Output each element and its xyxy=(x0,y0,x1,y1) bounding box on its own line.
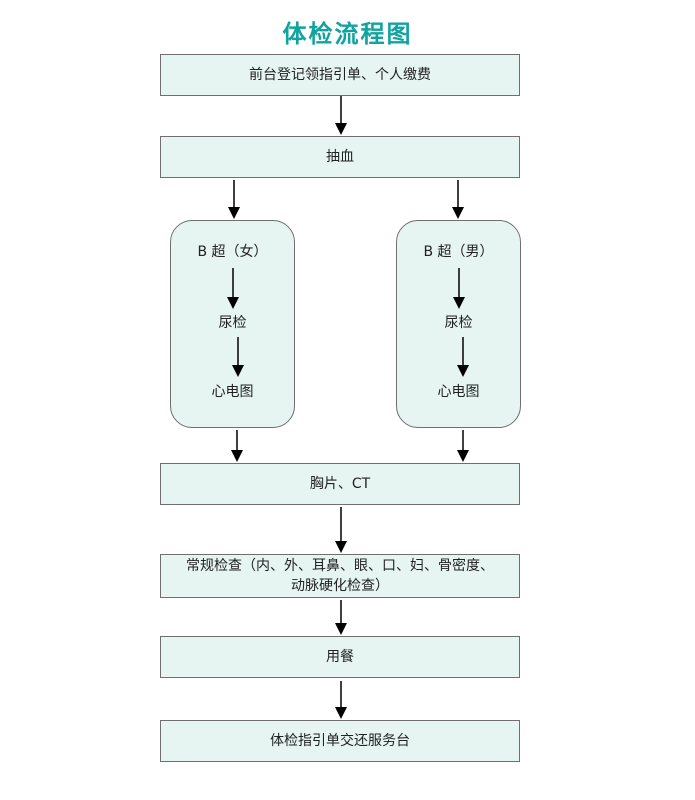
xray-ct-step: 胸片、CT xyxy=(160,463,520,505)
routine-exam-label-line1: 常规检查（内、外、耳鼻、眼、口、妇、骨密度、 xyxy=(186,558,494,574)
return-form-label: 体检指引单交还服务台 xyxy=(270,733,410,749)
male-ultrasound-step: B 超（男） xyxy=(423,244,494,260)
female-path-panel: B 超（女） 尿检 心电图 xyxy=(170,220,295,428)
female-ecg-step: 心电图 xyxy=(211,384,254,400)
meal-step: 用餐 xyxy=(160,636,520,678)
blood-draw-step: 抽血 xyxy=(160,136,520,178)
female-urine-test-step: 尿检 xyxy=(218,315,247,331)
blood-draw-label: 抽血 xyxy=(326,149,354,165)
registration-label: 前台登记领指引单、个人缴费 xyxy=(249,67,431,83)
xray-ct-label: 胸片、CT xyxy=(309,476,371,492)
routine-exam-label-line2: 动脉硬化检查） xyxy=(291,578,389,594)
registration-step: 前台登记领指引单、个人缴费 xyxy=(160,54,520,96)
routine-exam-step: 常规检查（内、外、耳鼻、眼、口、妇、骨密度、 动脉硬化检查） xyxy=(160,554,520,598)
male-urine-test-step: 尿检 xyxy=(444,315,473,331)
page-title: 体检流程图 xyxy=(282,20,413,48)
male-ecg-step: 心电图 xyxy=(437,384,480,400)
meal-label: 用餐 xyxy=(326,649,354,665)
male-path-panel: B 超（男） 尿检 心电图 xyxy=(396,220,521,428)
return-form-step: 体检指引单交还服务台 xyxy=(160,720,520,762)
female-ultrasound-step: B 超（女） xyxy=(197,244,268,260)
